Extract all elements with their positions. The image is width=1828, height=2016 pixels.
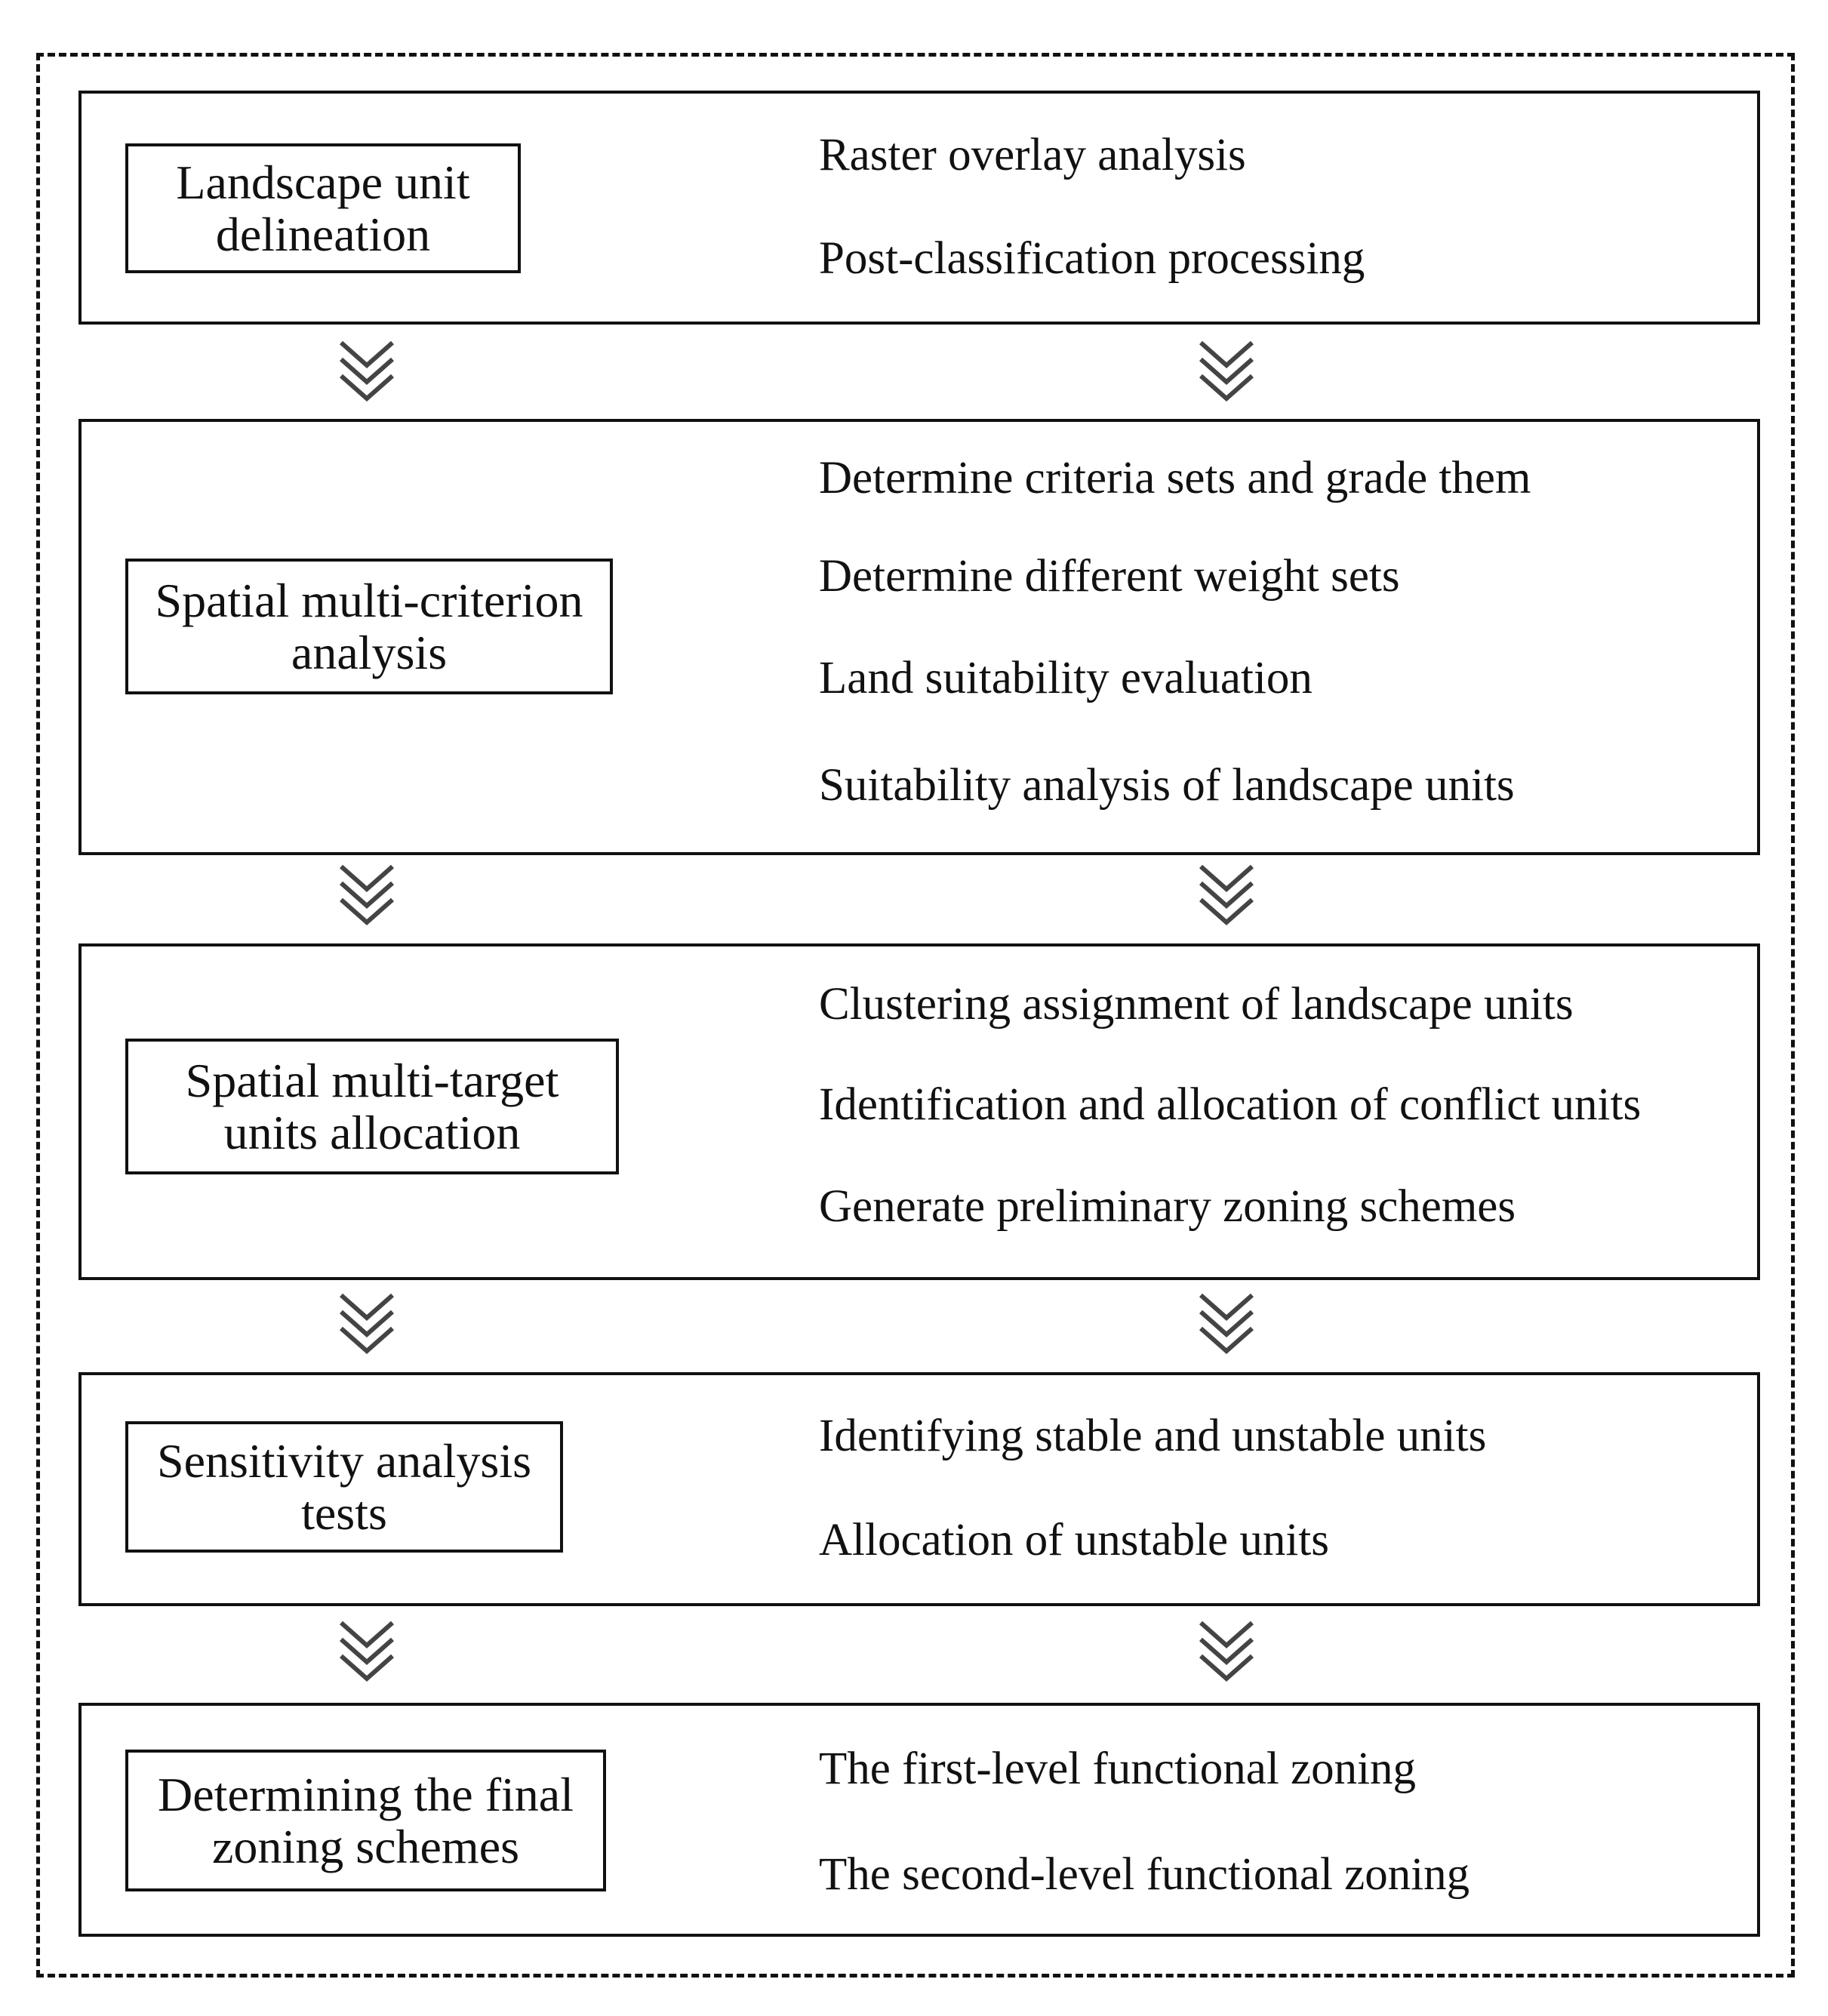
stage-1-title-line2: delineation: [215, 208, 431, 261]
stage-5-title-line2: zoning schemes: [212, 1820, 519, 1873]
stage-5-title-line1: Determining the final: [158, 1767, 574, 1821]
triple-chevron-down-icon: [340, 1620, 394, 1682]
triple-chevron-down-icon: [1199, 1293, 1254, 1355]
stage-4-title-line2: tests: [301, 1486, 387, 1540]
stage-2-title-line1: Spatial multi-criterion: [155, 573, 583, 627]
stage-3-item-1: Clustering assignment of landscape units: [819, 979, 1574, 1030]
stage-2-item-2: Determine different weight sets: [819, 551, 1400, 602]
stage-2-title-line2: analysis: [291, 626, 448, 679]
triple-chevron-down-icon: [340, 1293, 394, 1355]
stage-5-item-2: The second-level functional zoning: [819, 1849, 1470, 1900]
stage-3-title-line1: Spatial multi-target: [185, 1053, 559, 1107]
dashed-outer-border: [36, 53, 1795, 1978]
triple-chevron-down-icon: [1199, 340, 1254, 402]
triple-chevron-down-icon: [1199, 1620, 1254, 1682]
triple-chevron-down-icon: [340, 340, 394, 402]
triple-chevron-down-icon: [340, 864, 394, 926]
stage-4-item-1: Identifying stable and unstable units: [819, 1411, 1487, 1461]
stage-1-item-2: Post-classification processing: [819, 233, 1365, 284]
stage-1-title-line1: Landscape unit: [176, 155, 470, 209]
stage-4-item-2: Allocation of unstable units: [819, 1515, 1329, 1565]
stage-3-item-2: Identification and allocation of conflic…: [819, 1079, 1642, 1130]
stage-3-title-line2: units allocation: [223, 1106, 521, 1159]
stage-4-title-line1: Sensitivity analysis: [157, 1433, 531, 1488]
stage-2-item-1: Determine criteria sets and grade them: [819, 453, 1531, 503]
stage-5-item-1: The first-level functional zoning: [819, 1744, 1417, 1794]
stage-2-item-4: Suitability analysis of landscape units: [819, 760, 1515, 811]
stage-3-item-3: Generate preliminary zoning schemes: [819, 1181, 1516, 1232]
triple-chevron-down-icon: [1199, 864, 1254, 926]
stage-1-item-1: Raster overlay analysis: [819, 130, 1246, 180]
stage-2-item-3: Land suitability evaluation: [819, 653, 1313, 703]
